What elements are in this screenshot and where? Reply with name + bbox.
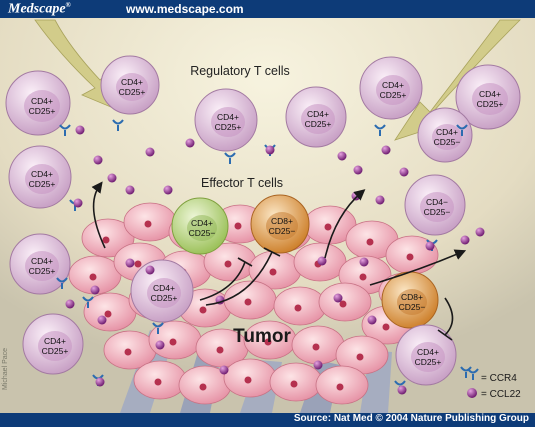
cell-marker-bottom: CD25+	[29, 266, 56, 276]
cell-marker-bottom: CD25+	[29, 106, 56, 116]
artist-credit: Michael Pace	[2, 348, 9, 390]
cell-regulatory-3: CD4+ CD25+	[194, 88, 258, 152]
legend-ccr4-label: = CCR4	[481, 373, 517, 384]
legend-ccr4: = CCR4	[467, 368, 517, 384]
legend-ccl22: = CCL22	[467, 388, 521, 400]
cell-marker-bottom: CD25+	[151, 293, 178, 303]
footer-bar: Source: Nat Med © 2004 Nature Publishing…	[0, 413, 535, 427]
registered-mark: ®	[65, 1, 71, 9]
cell-marker-top: CD4+	[307, 109, 329, 119]
cell-marker-bottom: CD25+	[42, 346, 69, 356]
cell-regulatory-4: CD4+ CD25+	[285, 86, 347, 148]
cell-marker-bottom: CD25+	[29, 179, 56, 189]
cell-marker-top: CD4+	[479, 89, 501, 99]
source-credit: Source: Nat Med © 2004 Nature Publishing…	[293, 413, 529, 424]
medscape-logo[interactable]: Medscape®	[8, 1, 71, 18]
tumor-tcell-diagram: Tumor Regulatory T cells Effector T cell…	[0, 18, 535, 413]
cell-regulatory-1: CD4+ CD25+	[5, 70, 71, 136]
cell-regulatory-9: CD4+ CD25+	[22, 313, 84, 375]
cell-regulatory-2: CD4+ CD25+	[100, 55, 160, 115]
cell-marker-top: CD4+	[191, 218, 213, 228]
cell-marker-bottom: CD25+	[119, 87, 146, 97]
cell-marker-top: CD4−	[426, 197, 448, 207]
cell-marker-bottom: CD25−	[189, 228, 216, 238]
cell-marker-bottom: CD25+	[215, 122, 242, 132]
cell-marker-top: CD4+	[217, 112, 239, 122]
cell-marker-bottom: CD25+	[380, 90, 407, 100]
tumor-label: Tumor	[233, 326, 291, 347]
cell-effector-3: CD4+ CD25−	[417, 107, 473, 163]
cell-regulatory-11: CD4+ CD25+	[395, 324, 457, 386]
legend-ccl22-label: = CCL22	[481, 389, 521, 400]
cell-marker-bottom: CD25+	[415, 357, 442, 367]
process-arrows	[91, 181, 467, 341]
effector-tcells-label: Effector T cells	[201, 176, 283, 190]
cell-marker-top: CD4+	[153, 283, 175, 293]
site-url[interactable]: www.medscape.com	[126, 2, 244, 16]
cell-marker-top: CD4+	[382, 80, 404, 90]
cell-regulatory-5: CD4+ CD25+	[359, 56, 423, 120]
cell-effector-4: CD4− CD25−	[404, 174, 466, 236]
cell-marker-top: CD4+	[31, 256, 53, 266]
cell-marker-top: CD4+	[31, 96, 53, 106]
cell-marker-top: CD4+	[44, 336, 66, 346]
regulatory-tcells-label: Regulatory T cells	[190, 64, 290, 78]
cell-regulatory-8: CD4+ CD25+	[9, 233, 71, 295]
cell-marker-bottom: CD25+	[305, 119, 332, 129]
ccl22-icon	[467, 388, 477, 398]
cell-marker-bottom: CD25−	[399, 302, 426, 312]
cell-regulatory-7: CD4+ CD25+	[8, 145, 72, 209]
cell-marker-top: CD4+	[417, 347, 439, 357]
cell-regulatory-6: CD4+ CD25+	[455, 64, 521, 130]
cell-marker-top: CD4+	[121, 77, 143, 87]
cell-effector-orange-2: CD8+ CD25−	[381, 271, 439, 329]
cell-marker-top: CD8+	[401, 292, 423, 302]
cell-effector-orange: CD8+ CD25−	[250, 194, 310, 254]
ccl22-chemokines	[65, 125, 485, 395]
cell-regulatory-10: CD4+ CD25+	[130, 259, 194, 323]
cell-marker-bottom: CD25−	[434, 137, 461, 147]
legend: = CCR4 = CCL22	[467, 368, 521, 400]
cell-marker-bottom: CD25−	[269, 226, 296, 236]
header-bar: Medscape® www.medscape.com	[0, 0, 535, 18]
cell-marker-bottom: CD25+	[477, 99, 504, 109]
cell-marker-bottom: CD25−	[424, 207, 451, 217]
cell-marker-top: CD4+	[436, 127, 458, 137]
cell-effector-green: CD4+ CD25−	[171, 197, 229, 255]
cell-marker-top: CD4+	[31, 169, 53, 179]
cell-marker-top: CD8+	[271, 216, 293, 226]
brand-name: Medscape	[8, 1, 66, 17]
